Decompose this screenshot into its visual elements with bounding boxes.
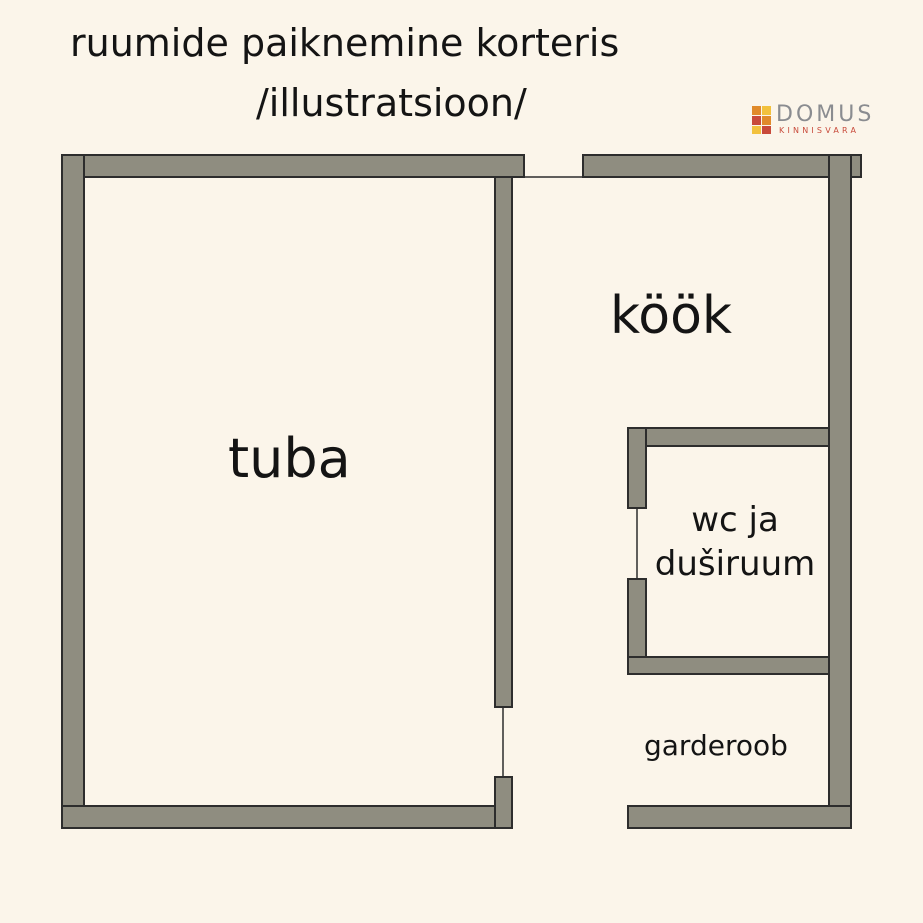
domus-logo: DOMUS KINNISVARA <box>752 102 892 138</box>
wall-tuba-right-upper <box>494 176 513 708</box>
room-label-wc-line2: duširuum <box>654 544 816 584</box>
room-label-wc: wc ja duširuum <box>650 498 820 586</box>
wall-tuba-left <box>61 154 85 829</box>
room-label-tuba: tuba <box>228 427 351 490</box>
wall-right-outer <box>828 154 852 829</box>
domus-logo-mark-icon <box>752 106 771 134</box>
wall-kitchen-top <box>582 154 862 178</box>
wall-tuba-bottom <box>61 805 513 829</box>
room-label-wc-line1: wc ja <box>691 500 779 540</box>
room-label-kook: köök <box>610 286 733 346</box>
wall-bathroom-bottom <box>627 656 830 675</box>
wall-tuba-top <box>61 154 525 178</box>
wall-wardrobe-bottom <box>627 805 852 829</box>
page-title: ruumide paiknemine korteris <box>70 21 620 65</box>
room-label-garderoob: garderoob <box>644 729 788 762</box>
logo-tagline: KINNISVARA <box>779 126 860 135</box>
wall-bathroom-left-upper <box>627 427 647 509</box>
logo-wordmark: DOMUS <box>776 102 875 127</box>
page-subtitle: /illustratsioon/ <box>256 81 527 125</box>
wall-bathroom-top <box>627 427 830 447</box>
wall-tuba-right-lower <box>494 776 513 829</box>
